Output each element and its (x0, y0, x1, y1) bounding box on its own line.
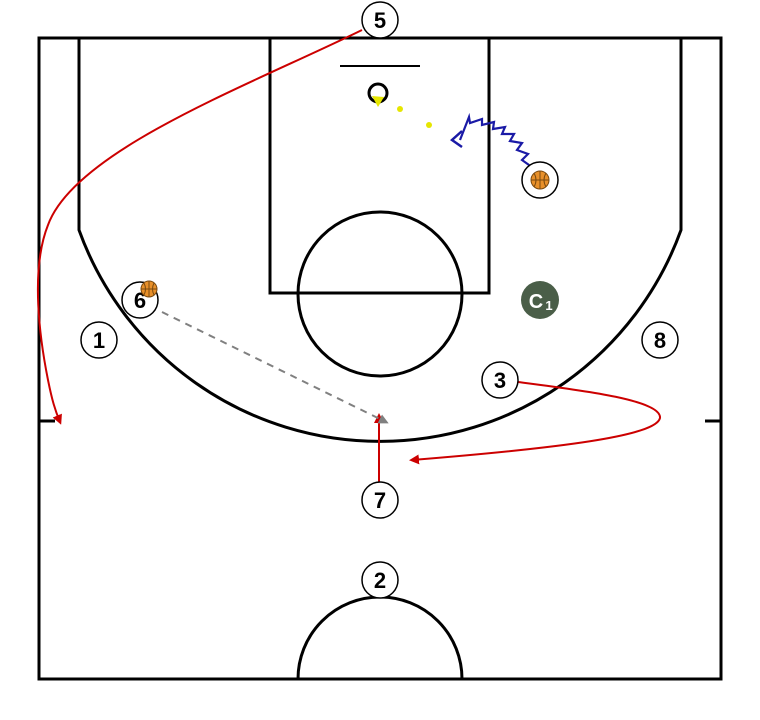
cut-path-3 (409, 381, 662, 465)
coach-sub-label: 1 (545, 298, 552, 313)
player-5[interactable]: 5 (361, 1, 399, 39)
play-actions (36, 29, 662, 482)
free-throw-circle (296, 210, 464, 378)
player-label: 1 (93, 328, 105, 353)
shot-dot (397, 106, 403, 112)
paint-lane (268, 36, 491, 295)
coach-marker[interactable]: C 1 (521, 281, 559, 319)
player-3[interactable]: 3 (481, 361, 519, 399)
player-label: 8 (654, 328, 666, 353)
shot-arrowhead (372, 96, 384, 107)
dribble-arrowhead (449, 130, 463, 149)
basketball-icon (530, 170, 550, 190)
player-label: 7 (374, 488, 386, 513)
player-label: 3 (494, 368, 506, 393)
player-label: 5 (374, 8, 386, 33)
shot-path (372, 96, 432, 128)
basketball-icon (140, 280, 158, 298)
dribble-path (458, 112, 530, 166)
player-7[interactable]: 7 (361, 481, 399, 519)
center-circle (296, 595, 464, 680)
coach-label: C (529, 291, 543, 313)
player-8[interactable]: 8 (641, 321, 679, 359)
shot-dot (426, 122, 432, 128)
pass-path-6 (161, 311, 389, 424)
player-label: 2 (374, 568, 386, 593)
player-1[interactable]: 1 (80, 321, 118, 359)
player-2[interactable]: 2 (361, 561, 399, 599)
cut-path-5 (36, 29, 363, 425)
